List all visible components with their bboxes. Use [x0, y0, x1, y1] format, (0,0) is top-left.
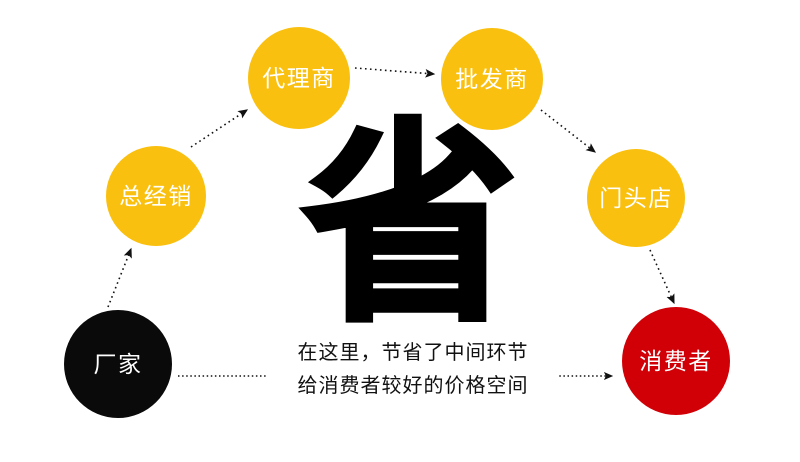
caption-block: 在这里，节省了中间环节 给消费者较好的价格空间 [268, 337, 558, 403]
node-consumer-label: 消费者 [639, 347, 713, 374]
headline-character: 省 [300, 100, 520, 351]
arrow-wholesaler-to-storefront [540, 109, 597, 153]
node-factory[interactable]: 厂家 [64, 310, 172, 418]
node-distributor-label: 总经销 [119, 182, 193, 209]
arrow-factory-to-distributor [107, 247, 132, 308]
node-distributor[interactable]: 总经销 [106, 146, 206, 246]
node-storefront-label: 门头店 [599, 184, 673, 211]
node-wholesaler[interactable]: 批发商 [441, 28, 543, 130]
arrow-storefront-to-consumer [649, 249, 675, 305]
node-agent[interactable]: 代理商 [248, 27, 350, 129]
node-factory-label: 厂家 [93, 350, 143, 377]
arrow-agent-to-wholesaler [354, 67, 436, 78]
node-storefront[interactable]: 门头店 [587, 149, 685, 247]
caption-line-2: 给消费者较好的价格空间 [268, 370, 558, 403]
node-agent-label: 代理商 [262, 64, 336, 91]
node-wholesaler-label: 批发商 [455, 65, 529, 92]
arrow-distributor-to-agent [190, 109, 249, 148]
caption-line-1: 在这里，节省了中间环节 [268, 337, 558, 370]
node-consumer[interactable]: 消费者 [622, 307, 730, 415]
